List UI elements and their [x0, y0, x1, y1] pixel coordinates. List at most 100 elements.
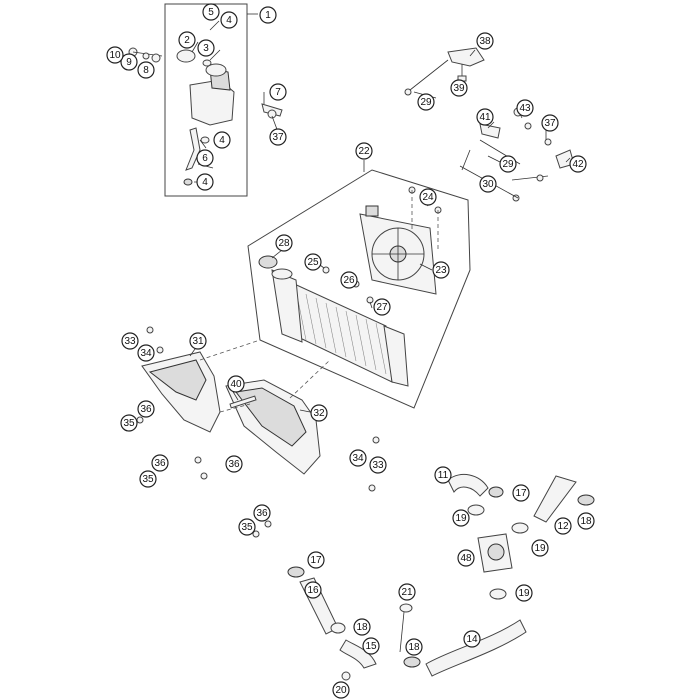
callout-circle [452, 509, 470, 527]
callout-43: 43 [516, 99, 534, 117]
callout-18: 18 [577, 512, 595, 530]
callout-35: 35 [120, 414, 138, 432]
callout-number: 38 [479, 36, 491, 47]
callout-37: 37 [541, 114, 559, 132]
callout-number: 23 [435, 265, 447, 276]
callout-circle [304, 253, 322, 271]
callout-15: 15 [362, 637, 380, 655]
callout-number: 15 [365, 641, 377, 652]
callout-32: 32 [310, 404, 328, 422]
radiator-group [247, 160, 471, 409]
callout-37: 37 [269, 128, 287, 146]
callout-18: 18 [405, 638, 423, 656]
callout-circle [516, 99, 534, 117]
callout-circle [577, 512, 595, 530]
callout-19: 19 [531, 539, 549, 557]
callout-circle [269, 128, 287, 146]
callout-36: 36 [253, 504, 271, 522]
callout-circle [432, 261, 450, 279]
callout-number: 34 [352, 453, 364, 464]
callout-number: 12 [557, 521, 569, 532]
callout-5: 5 [202, 3, 220, 21]
callout-circle [373, 298, 391, 316]
callout-circle [137, 61, 155, 79]
callout-16: 16 [304, 581, 322, 599]
callout-number: 5 [208, 7, 214, 18]
callout-4: 4 [220, 11, 238, 29]
callout-number: 4 [226, 15, 232, 26]
callout-circle [419, 188, 437, 206]
callout-19: 19 [452, 509, 470, 527]
callout-23: 23 [432, 261, 450, 279]
callout-number: 2 [184, 35, 190, 46]
callout-circle [479, 175, 497, 193]
callout-circle [476, 108, 494, 126]
callout-circle [189, 332, 207, 350]
callout-31: 31 [189, 332, 207, 350]
callout-1: 1 [259, 6, 277, 24]
callout-circle [225, 455, 243, 473]
callout-24: 24 [419, 188, 437, 206]
callout-circle [304, 581, 322, 599]
callout-number: 41 [479, 112, 491, 123]
callout-17: 17 [512, 484, 530, 502]
callout-number: 40 [230, 379, 242, 390]
callout-circle [340, 271, 358, 289]
callout-circle [269, 83, 287, 101]
callout-2: 2 [178, 31, 196, 49]
radiator-fins [295, 289, 387, 375]
callout-circle [259, 6, 277, 24]
callout-35: 35 [139, 470, 157, 488]
callout-circle [515, 584, 533, 602]
callout-circle [137, 344, 155, 362]
callout-number: 7 [275, 87, 281, 98]
callout-circle [569, 155, 587, 173]
callout-number: 39 [453, 83, 465, 94]
callout-40: 40 [227, 375, 245, 393]
callout-number: 11 [438, 470, 449, 481]
callout-circle [531, 539, 549, 557]
callout-26: 26 [340, 271, 358, 289]
callout-circle [307, 551, 325, 569]
callout-number: 3 [203, 43, 209, 54]
callout-30: 30 [479, 175, 497, 193]
callout-number: 34 [140, 348, 152, 359]
callout-circle [178, 31, 196, 49]
callout-number: 14 [466, 634, 478, 645]
callout-number: 18 [408, 642, 420, 653]
callout-circle [353, 618, 371, 636]
callout-circle [499, 155, 517, 173]
callout-number: 26 [343, 275, 355, 286]
part-callouts: 1234445678910111214151617171818181919192… [106, 3, 595, 699]
callout-circle [332, 681, 350, 699]
callout-7: 7 [269, 83, 287, 101]
callout-33: 33 [369, 456, 387, 474]
callout-number: 31 [192, 336, 204, 347]
callout-circle [202, 3, 220, 21]
callout-34: 34 [349, 449, 367, 467]
callout-29: 29 [499, 155, 517, 173]
callout-number: 43 [519, 103, 531, 114]
callout-circle [151, 454, 169, 472]
callout-10: 10 [106, 46, 124, 64]
callout-circle [405, 638, 423, 656]
callout-11: 11 [434, 466, 452, 484]
callout-number: 35 [123, 418, 135, 429]
callout-circle [369, 456, 387, 474]
callout-circle [349, 449, 367, 467]
callout-number: 18 [356, 622, 368, 633]
callout-circle [196, 173, 214, 191]
callout-number: 19 [455, 513, 467, 524]
callout-number: 35 [241, 522, 253, 533]
coolant-hoses [287, 473, 595, 681]
callout-number: 21 [401, 587, 413, 598]
callout-number: 27 [376, 302, 388, 313]
callout-12: 12 [554, 517, 572, 535]
callout-number: 6 [202, 153, 208, 164]
radiator-guards [136, 326, 380, 538]
callout-4: 4 [196, 173, 214, 191]
callout-number: 18 [580, 516, 592, 527]
callout-number: 10 [109, 50, 121, 61]
callout-36: 36 [137, 400, 155, 418]
callout-circle [106, 46, 124, 64]
